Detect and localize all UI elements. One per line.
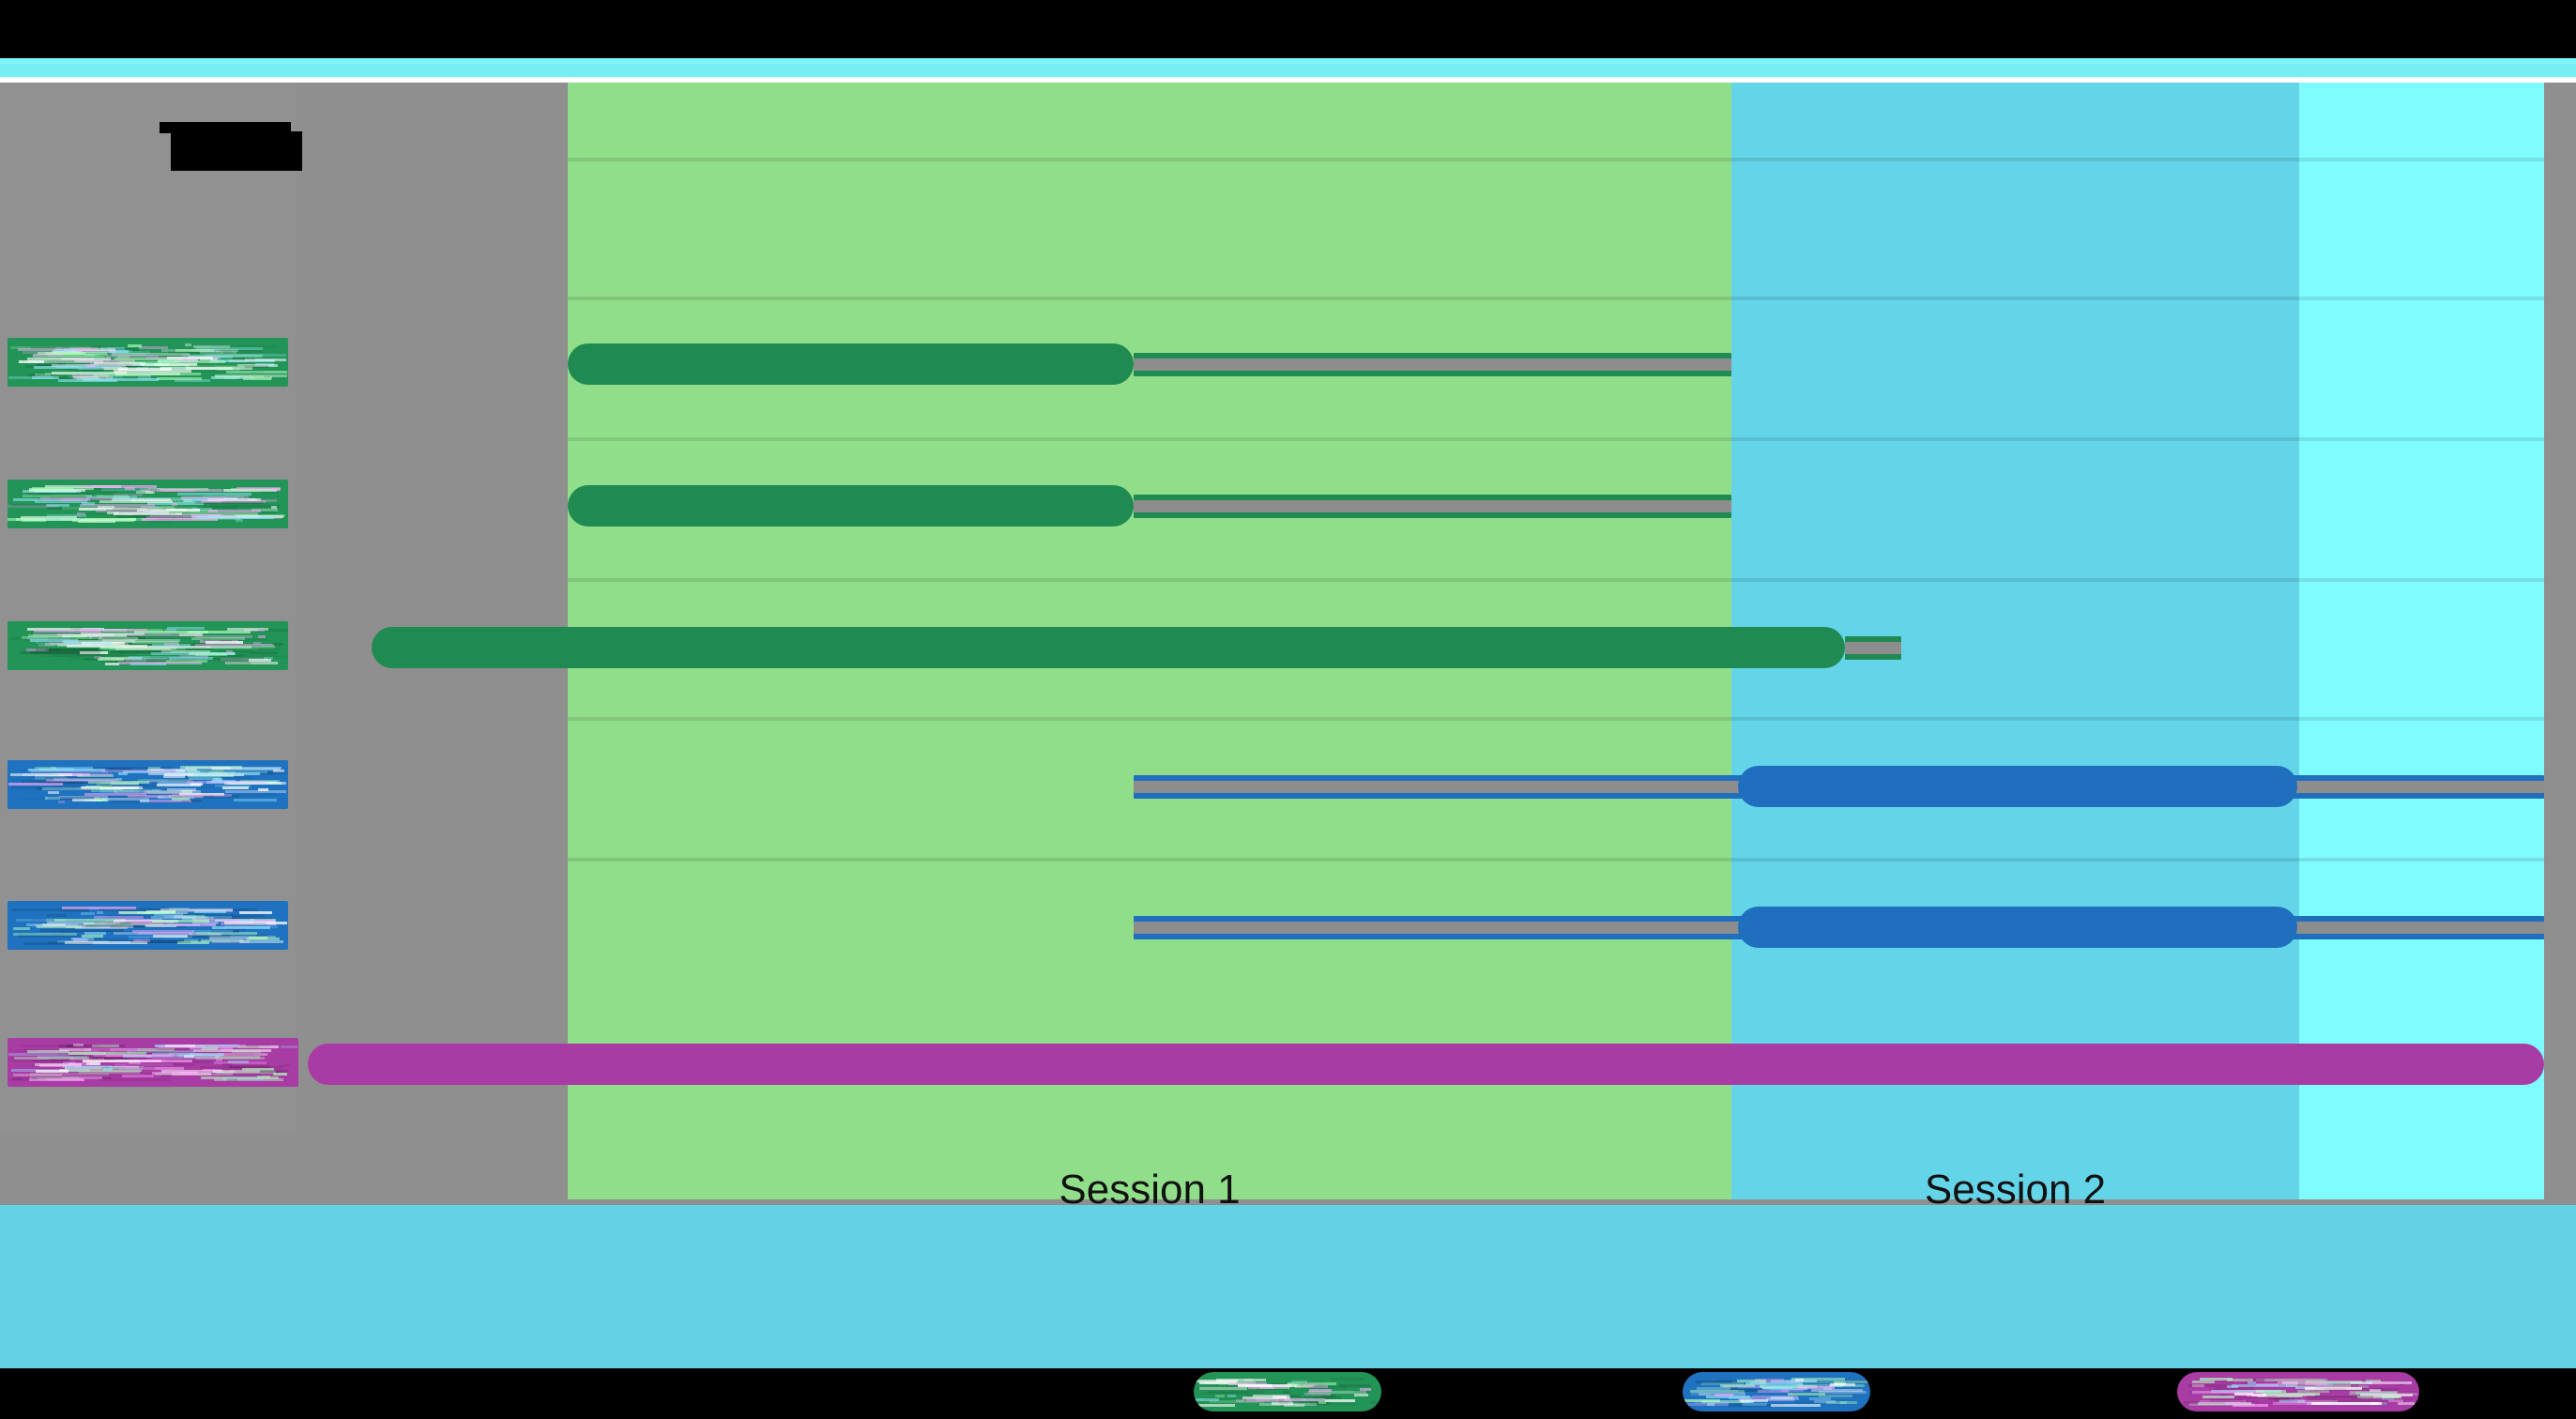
row-label-1 (8, 480, 288, 528)
bar-row-3[interactable] (1738, 766, 2297, 807)
band-separator (568, 717, 2544, 721)
row-label-4 (8, 901, 288, 950)
band-separator (568, 858, 2544, 862)
page-title-redaction (171, 131, 302, 171)
redacted-text-noise (8, 1038, 298, 1087)
redacted-text-noise (8, 901, 288, 950)
legend-swatch-blue[interactable] (1683, 1372, 1870, 1411)
bar-row-2[interactable] (372, 627, 1845, 668)
bar-row-4[interactable] (1738, 907, 2297, 948)
redacted-text-noise (2177, 1372, 2419, 1411)
row-track-2 (1845, 642, 1901, 654)
row-label-5 (8, 1038, 298, 1087)
redacted-text-noise (8, 621, 288, 670)
page-title-redaction-tab (160, 122, 291, 133)
redacted-text-noise (8, 338, 288, 387)
footer-panel (0, 1205, 2576, 1374)
chart-plot-area[interactable]: Session 1 Session 2 (0, 83, 2576, 1205)
row-track-1 (1134, 500, 1731, 512)
redacted-text-noise (1683, 1372, 1870, 1411)
band-separator (568, 158, 2544, 161)
band-separator (568, 578, 2544, 582)
session-1-caption: Session 1 (1059, 1167, 1241, 1205)
bar-row-1[interactable] (568, 485, 1134, 526)
title-bar (0, 0, 2576, 58)
label-gutter (296, 83, 568, 1134)
accent-rule-mid (0, 64, 2576, 77)
row-label-3 (8, 760, 288, 809)
row-track-0 (1134, 359, 1731, 371)
redacted-text-noise (8, 480, 288, 528)
accent-rule-top (0, 58, 2576, 64)
session-band-3 (2299, 83, 2544, 1199)
bar-row-0[interactable] (568, 343, 1134, 385)
chart-legend (0, 1368, 2576, 1419)
redacted-text-noise (1194, 1372, 1381, 1411)
legend-swatch-magenta[interactable] (2177, 1372, 2419, 1411)
session-2-caption: Session 2 (1924, 1167, 2107, 1205)
redacted-text-noise (8, 760, 288, 809)
vertical-scrollbar[interactable] (2544, 83, 2576, 1205)
band-separator (568, 437, 2544, 441)
band-separator (568, 297, 2544, 300)
row-label-panel (0, 83, 296, 1134)
row-label-0 (8, 338, 288, 387)
row-label-2 (8, 621, 288, 670)
bar-row-5[interactable] (308, 1044, 2544, 1085)
accent-rule-bottom (0, 77, 2576, 83)
legend-swatch-green[interactable] (1194, 1372, 1381, 1411)
